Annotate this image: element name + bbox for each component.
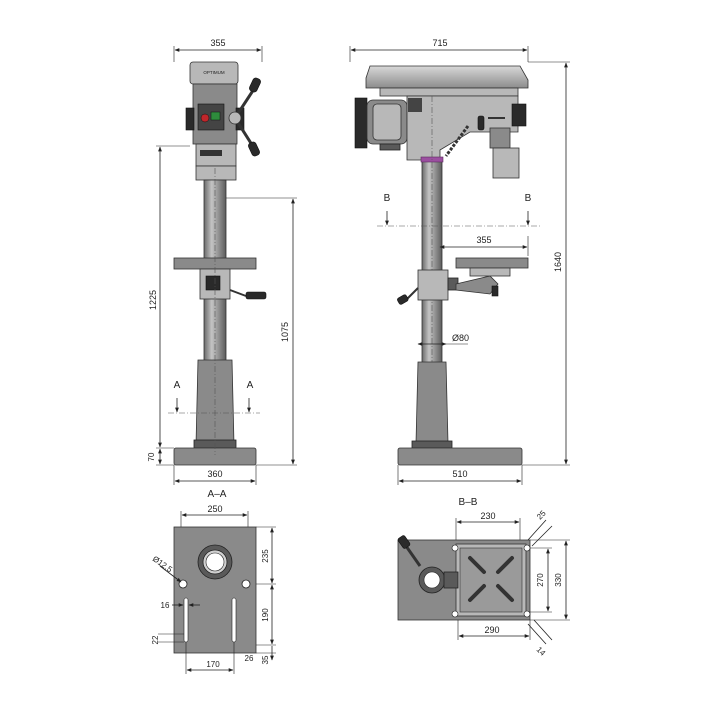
- side-head-body: [406, 95, 519, 161]
- front-motor-side: [185, 107, 195, 131]
- section-aa-slot-left: [183, 597, 189, 643]
- section-aa-height-upper-label: 235: [261, 549, 270, 563]
- section-bb-corner-bottom-label: 14: [535, 645, 548, 658]
- front-height-column-label: 1075: [280, 322, 290, 342]
- side-quill: [489, 127, 511, 149]
- section-bb-crank: [397, 535, 422, 567]
- side-height-label: 1640: [553, 252, 563, 272]
- section-b-right-label: B: [525, 193, 532, 204]
- section-aa-slot-width-label: 16: [161, 601, 170, 610]
- front-base-width-label: 360: [207, 469, 222, 479]
- front-base: [173, 447, 257, 466]
- section-aa-hole-right: [241, 579, 251, 589]
- side-feed-handle: [444, 125, 470, 157]
- section-aa-slot-margin-label: 26: [245, 654, 254, 663]
- side-base: [397, 447, 523, 466]
- side-base-width-label: 510: [452, 469, 467, 479]
- emergency-stop-icon: [200, 113, 210, 123]
- side-column-diameter-label: Ø80: [452, 333, 469, 343]
- section-aa-slot-offset-label: 22: [151, 635, 160, 644]
- side-column-sleeve: [415, 361, 449, 444]
- front-crank-handle: [229, 289, 267, 300]
- side-table-reach-label: 355: [476, 235, 491, 245]
- section-aa-width-label: 250: [207, 504, 222, 514]
- front-base-height-label: 70: [147, 452, 156, 461]
- side-table: [455, 257, 529, 269]
- front-feed-handle: [228, 77, 261, 157]
- section-aa-height-middle-label: 190: [261, 608, 270, 622]
- section-bb-width-bottom-label: 290: [484, 625, 499, 635]
- side-control-box: [511, 103, 527, 127]
- side-belt-cover: [365, 65, 529, 89]
- section-a-left-label: A: [174, 380, 181, 391]
- section-b-left-label: B: [384, 193, 391, 204]
- front-width-label: 355: [210, 38, 225, 48]
- section-aa-title: A–A: [208, 489, 227, 500]
- side-width-label: 715: [432, 38, 447, 48]
- section-aa-slot-right: [231, 597, 237, 643]
- section-bb: B–B 230 270: [397, 497, 570, 658]
- side-table-bracket: [417, 269, 449, 301]
- section-aa: A–A 250 Ø12,5 235 190 35 16: [151, 489, 276, 674]
- side-motor-fan: [354, 97, 368, 149]
- section-bb-width-top-label: 230: [480, 511, 495, 521]
- side-crank-handle: [397, 287, 419, 305]
- section-bb-t-slots: [468, 556, 514, 602]
- section-bb-height-outer-label: 330: [554, 573, 563, 587]
- front-height-table-label: 1225: [148, 290, 158, 310]
- section-bb-height-inner-label: 270: [536, 573, 545, 587]
- start-switch-icon: [210, 111, 221, 121]
- side-chuck-guard: [492, 147, 520, 179]
- section-bb-corner-top-label: 25: [535, 508, 548, 521]
- section-bb-title: B–B: [459, 497, 478, 508]
- section-aa-bottom-offset-label: 35: [261, 655, 270, 664]
- section-aa-hole-diameter-label: Ø12,5: [151, 554, 174, 574]
- section-a-right-label: A: [247, 380, 254, 391]
- front-view: 355 OPTIMUM: [147, 38, 297, 485]
- side-view: 715 B B 355: [349, 38, 570, 485]
- front-brand-label: OPTIMUM: [203, 70, 224, 75]
- section-aa-slot-spacing-label: 170: [206, 660, 220, 669]
